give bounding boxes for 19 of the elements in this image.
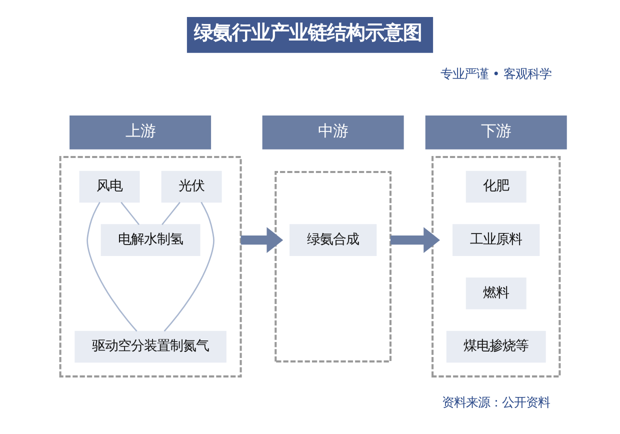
node-box: 风电 [79,170,140,203]
node-box: 光伏 [161,170,222,203]
connector [120,202,140,226]
node-box: 电解水制氢 [100,224,200,256]
cluster [432,156,561,378]
diagram-title: 绿氨行业产业链结构示意图 [194,20,422,44]
node-box: 驱动空分装置制氮气 [74,330,226,363]
node-box: 下游 [425,115,567,150]
label: 专业严谨 • 客观科学 [440,67,552,82]
connector [164,202,214,332]
cluster [274,171,392,362]
arrow [390,227,440,253]
node-box: 中游 [262,115,404,150]
label: 资料来源：公开资料 [442,395,550,410]
connector [86,202,138,332]
connector [162,202,180,226]
cluster [59,156,242,378]
arrow [240,227,284,253]
node-box: 上游 [70,115,212,150]
